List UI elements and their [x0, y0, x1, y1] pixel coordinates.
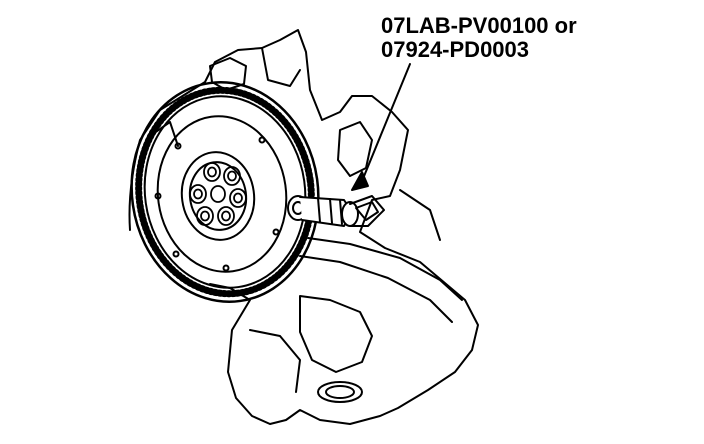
- callout-line-1: 07LAB-PV00100 or: [381, 13, 577, 38]
- flywheel-hole: [154, 192, 162, 200]
- flywheel-ring-gear-teeth: [135, 86, 315, 298]
- flywheel-hub: [188, 161, 248, 231]
- flywheel-rim: [143, 95, 307, 289]
- block-edge: [261, 47, 301, 87]
- flywheel-hub-ring: [180, 151, 256, 241]
- callout-arrowhead: [351, 171, 369, 191]
- engine-block-outline: [128, 29, 479, 425]
- callout-line-2: 07924-PD0003: [381, 37, 530, 62]
- callout-leader-line: [359, 63, 411, 187]
- oil-pan-rib: [299, 295, 373, 373]
- oil-pan-rib: [249, 329, 301, 393]
- flywheel-hole: [272, 228, 280, 236]
- flywheel-hole: [222, 264, 230, 272]
- flywheel-ring-gear: [130, 81, 320, 303]
- tool-part-number-callout: 07LAB-PV00100 or 07924-PD0003: [381, 14, 681, 62]
- flywheel-holder-tool: [287, 195, 385, 227]
- flywheel-face: [156, 115, 288, 273]
- block-inner-line: [299, 255, 453, 323]
- block-inner-line: [307, 237, 463, 301]
- crank-bolts: [189, 162, 247, 226]
- flywheel-hole: [174, 142, 182, 150]
- block-boss: [337, 121, 373, 177]
- flywheel-hole: [258, 136, 266, 144]
- drain-boss: [325, 385, 355, 399]
- drain-boss: [317, 381, 363, 403]
- block-edge: [399, 189, 441, 241]
- flywheel-hole: [172, 250, 180, 258]
